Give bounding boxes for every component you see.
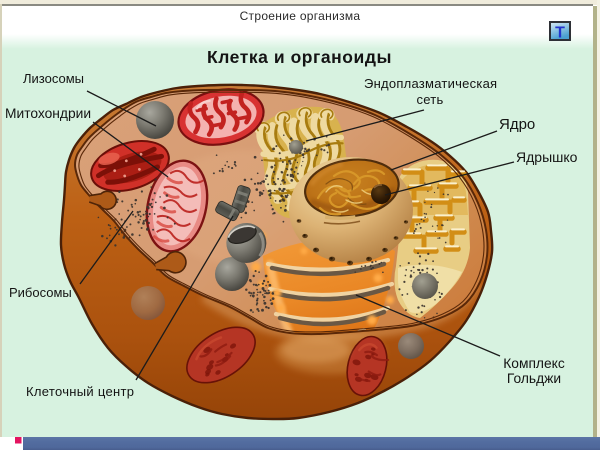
svg-text:T: T (555, 25, 565, 42)
